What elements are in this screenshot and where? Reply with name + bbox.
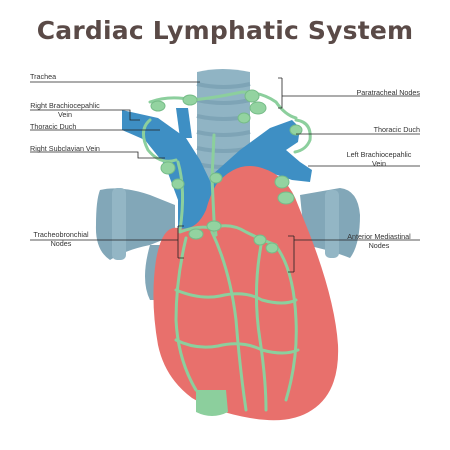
right-bronchi xyxy=(300,188,360,258)
label-tracheobronchial-nodes: Tracheobronchial Nodes xyxy=(33,230,89,248)
label-thoracic-duch-left: Thoracic Duch xyxy=(30,122,77,131)
diagram-title: Cardiac Lymphatic System xyxy=(36,16,414,45)
node xyxy=(277,191,295,205)
node xyxy=(160,161,176,175)
node xyxy=(171,178,185,190)
descending-vessel xyxy=(196,390,228,416)
label-left-brachiocephalic-vein: Left Brachiocepahlic Vein xyxy=(346,150,412,168)
leader-right-subclavian xyxy=(30,151,165,159)
node xyxy=(244,89,260,103)
node xyxy=(289,124,303,136)
leader-right-brachiocephalic xyxy=(30,109,140,121)
lymph-nodes xyxy=(150,89,303,254)
leader-paratracheal xyxy=(278,77,420,109)
leader-lines xyxy=(30,77,420,273)
node xyxy=(253,234,267,246)
label-thoracic-duch-right: Thoracic Duch xyxy=(373,125,420,134)
node xyxy=(265,242,279,254)
node xyxy=(274,175,290,189)
leader-anterior-mediastinal xyxy=(288,235,420,273)
node xyxy=(206,220,222,232)
node xyxy=(249,101,267,115)
node xyxy=(188,228,204,240)
node xyxy=(209,172,223,184)
node xyxy=(150,100,166,112)
label-anterior-mediastinal-nodes: Anterior Mediastinal Nodes xyxy=(347,232,411,250)
lymph-vessels xyxy=(142,90,312,412)
leader-tracheobronchial xyxy=(30,225,184,259)
node xyxy=(237,112,251,124)
label-paratracheal-nodes: Paratracheal Nodes xyxy=(356,88,420,97)
label-right-brachiocephalic-vein: Right Brachiocepahlic Vein xyxy=(30,101,100,119)
label-right-subclavian-vein: Right Subclavian Vein xyxy=(30,144,100,153)
node xyxy=(182,94,198,106)
label-trachea: Trachea xyxy=(30,72,57,81)
